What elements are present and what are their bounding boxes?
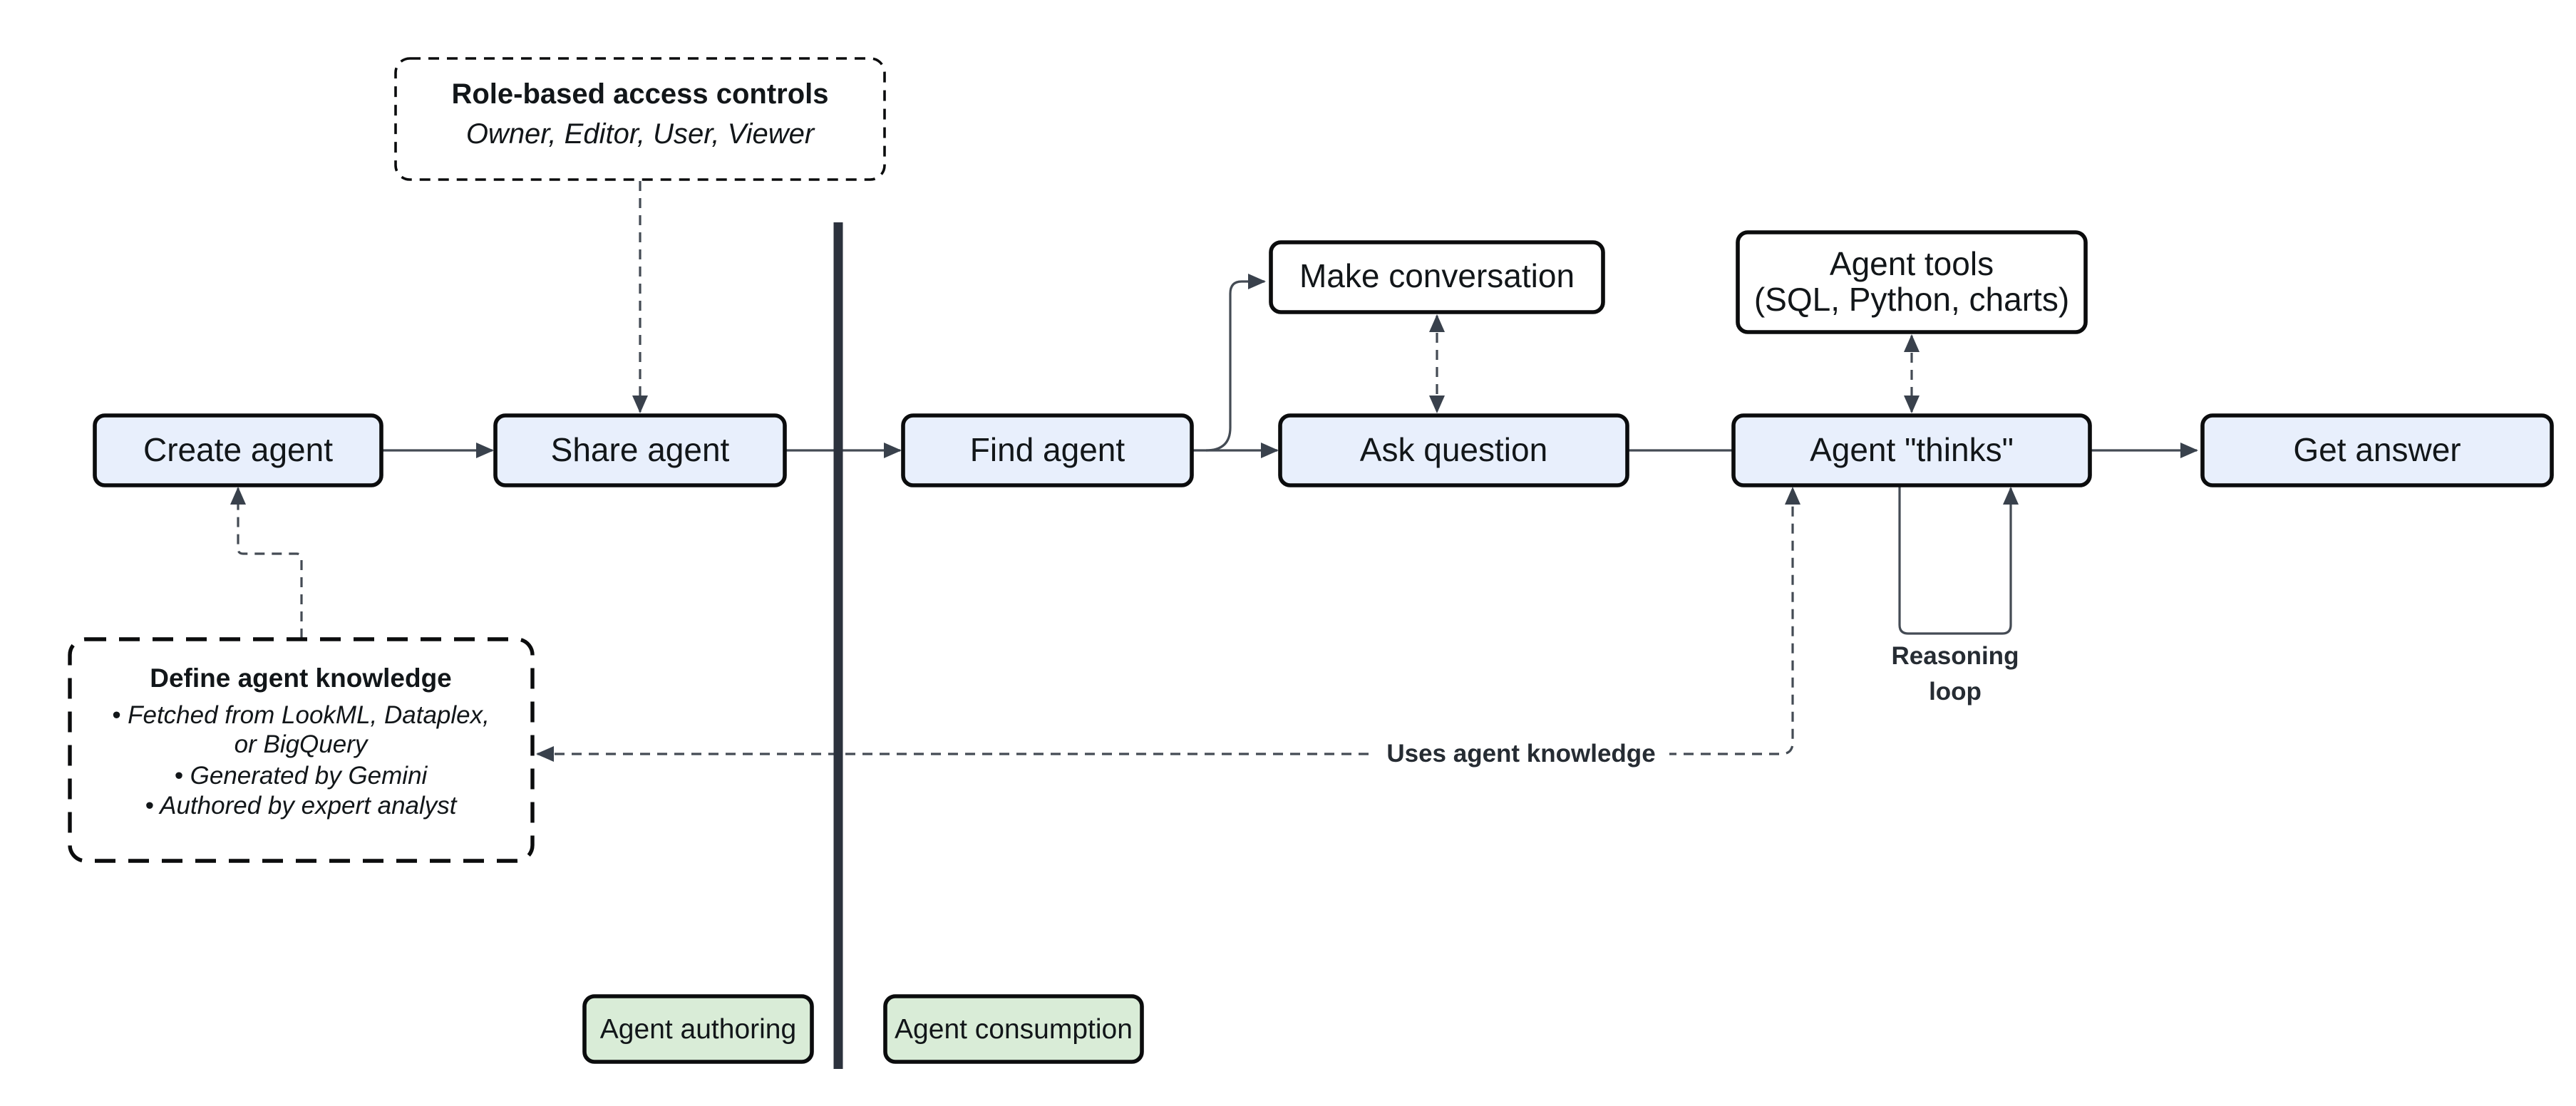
find-agent-label: Find agent <box>970 431 1125 468</box>
get-answer-label: Get answer <box>2293 431 2461 468</box>
agent-tools-node: Agent tools (SQL, Python, charts) <box>1736 230 2088 334</box>
agent-thinks-box <box>1731 413 2092 487</box>
ask-question-box <box>1278 413 1629 487</box>
reasoning-loop-label-line2: loop <box>1929 678 1982 706</box>
find-agent-box <box>901 413 1194 487</box>
get-answer-node: Get answer <box>2200 413 2554 487</box>
dashed-arrow-define-to-create <box>230 487 303 639</box>
agent-consumption-chip-box <box>883 994 1144 1064</box>
agent-tools-box <box>1736 230 2088 334</box>
ask-question-label: Ask question <box>1360 431 1547 468</box>
agent-consumption-zone-chip: Agent consumption <box>883 994 1144 1064</box>
define-knowledge-note-box <box>68 637 535 863</box>
make-conversation-node: Make conversation <box>1269 240 1605 314</box>
reasoning-loop-label: Reasoning loop <box>1892 642 2019 706</box>
agent-consumption-chip-label: Agent consumption <box>895 1014 1133 1045</box>
agent-tools-label-line2: (SQL, Python, charts) <box>1754 281 2069 318</box>
define-knowledge-bullet: • Authored by expert analyst <box>145 792 457 820</box>
ask-question-node: Ask question <box>1278 413 1629 487</box>
role-access-note-box <box>394 57 886 181</box>
uses-knowledge-label-bg <box>1373 738 1669 770</box>
dashed-arrow-uses-knowledge <box>536 487 1800 762</box>
share-agent-node: Share agent <box>493 413 787 487</box>
reasoning-loop-arrow <box>1898 485 2019 635</box>
create-agent-box <box>93 413 383 487</box>
agent-authoring-chip-label: Agent authoring <box>600 1014 796 1045</box>
make-conversation-box <box>1269 240 1605 314</box>
define-knowledge-bullet: • Fetched from LookML, Dataplex, <box>112 701 490 729</box>
define-knowledge-note: Define agent knowledge • Fetched from Lo… <box>68 637 535 863</box>
agent-tools-label-line1: Agent tools <box>1830 245 1994 282</box>
make-conversation-label: Make conversation <box>1299 257 1575 294</box>
role-access-note: Role-based access controls Owner, Editor… <box>394 57 886 181</box>
reasoning-loop-label-line1: Reasoning <box>1892 642 2019 670</box>
agent-authoring-chip-box <box>582 994 814 1064</box>
arrow-find-to-make-conversation <box>1205 274 1266 452</box>
agent-thinks-label: Agent "thinks" <box>1810 431 2014 468</box>
create-agent-label: Create agent <box>143 431 333 468</box>
find-agent-node: Find agent <box>901 413 1194 487</box>
role-access-subtitle: Owner, Editor, User, Viewer <box>466 118 815 150</box>
agent-thinks-node: Agent "thinks" <box>1731 413 2092 487</box>
uses-knowledge-label: Uses agent knowledge <box>1386 740 1655 768</box>
agent-authoring-zone-chip: Agent authoring <box>582 994 814 1064</box>
uses-knowledge-edge-label: Uses agent knowledge <box>1373 738 1669 770</box>
define-knowledge-bullet: or BigQuery <box>235 730 369 758</box>
role-access-title: Role-based access controls <box>451 78 828 110</box>
define-knowledge-title: Define agent knowledge <box>150 663 452 693</box>
share-agent-box <box>493 413 787 487</box>
create-agent-node: Create agent <box>93 413 383 487</box>
define-knowledge-bullet: • Generated by Gemini <box>175 762 428 790</box>
share-agent-label: Share agent <box>551 431 730 468</box>
get-answer-box <box>2200 413 2554 487</box>
